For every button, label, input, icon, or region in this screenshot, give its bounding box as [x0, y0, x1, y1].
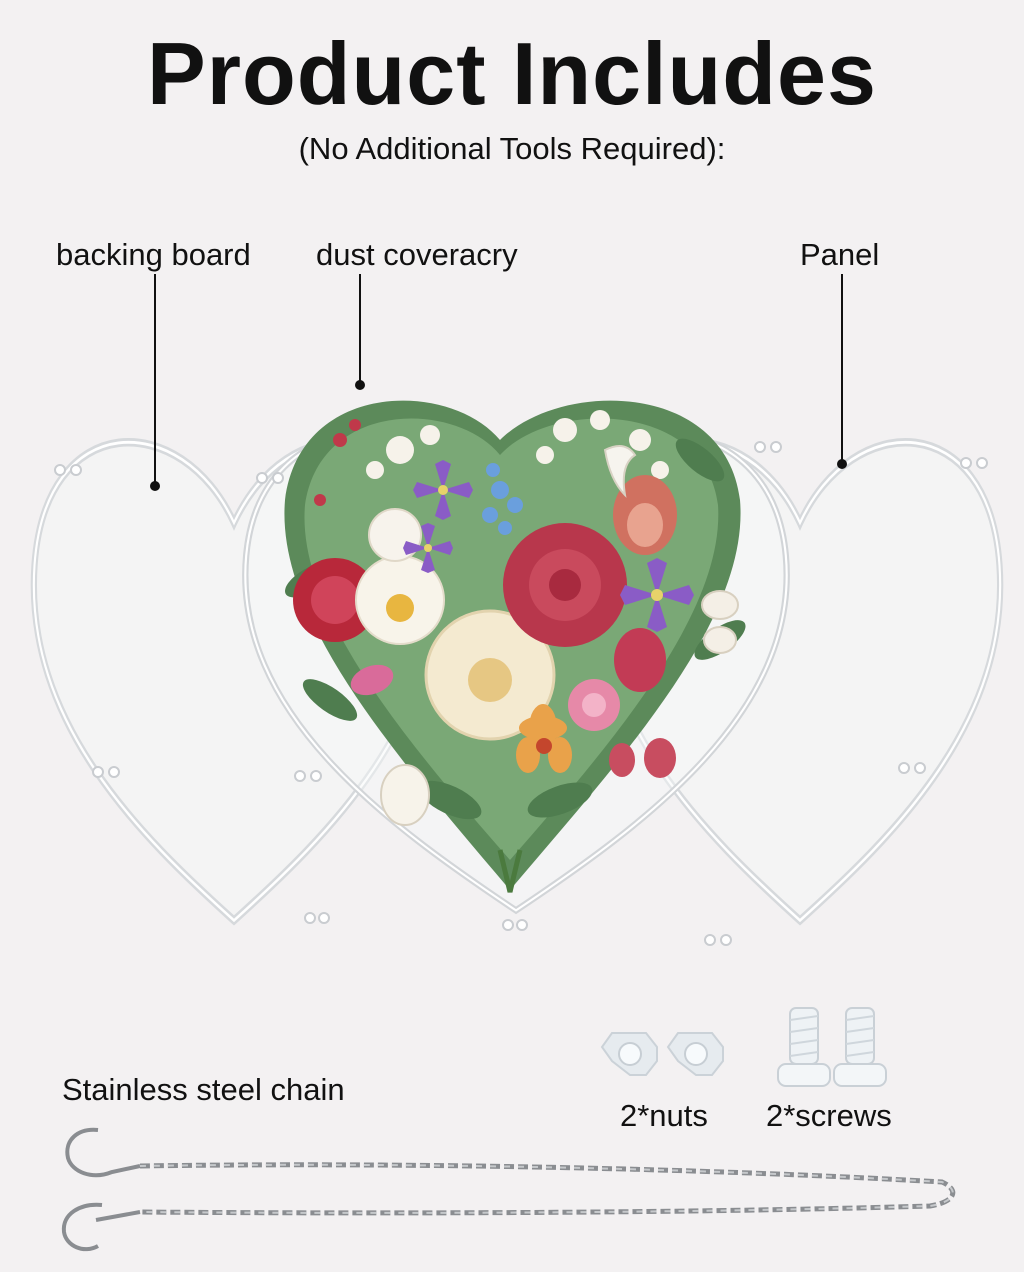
- floral-heart-artwork: [284, 400, 746, 893]
- dust-cover-pointer-dot: [355, 380, 365, 390]
- panel-pointer-dot: [837, 459, 847, 469]
- backing-board-pointer-dot: [150, 481, 160, 491]
- chain-illustration: [61, 1127, 956, 1252]
- dust-cover-label: dust coveracry: [316, 237, 518, 272]
- nuts-illustration: [600, 1032, 724, 1076]
- leader-lines: [154, 274, 843, 486]
- page-subtitle: (No Additional Tools Required):: [298, 131, 726, 166]
- panel-label: Panel: [800, 237, 880, 272]
- backing-board-label: backing board: [56, 237, 251, 272]
- chain-label: Stainless steel chain: [62, 1072, 345, 1107]
- page-title: Product Includes: [147, 24, 877, 123]
- screws-illustration: [777, 1007, 887, 1087]
- screws-label: 2*screws: [766, 1098, 892, 1133]
- mounting-holes: [54, 441, 988, 946]
- nuts-label: 2*nuts: [620, 1098, 708, 1133]
